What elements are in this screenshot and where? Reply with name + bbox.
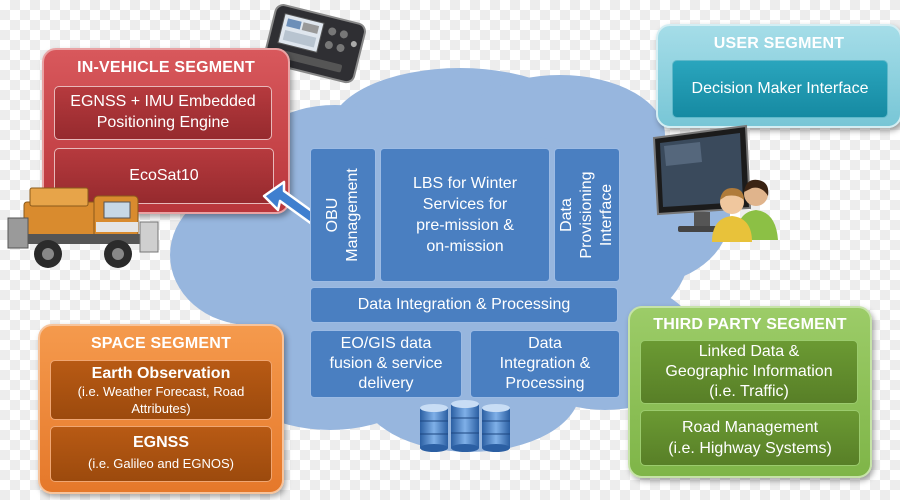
users-icon bbox=[712, 179, 778, 242]
dip-line-1: Data bbox=[528, 335, 562, 352]
egnss-box: EGNSS (i.e. Galileo and EGNOS) bbox=[50, 426, 272, 482]
eo-gis-fusion-box: EO/GIS data fusion & service delivery bbox=[310, 330, 462, 398]
space-segment-title: SPACE SEGMENT bbox=[90, 335, 232, 352]
in-vehicle-segment-panel: IN-VEHICLE SEGMENT EGNSS + IMU Embedded … bbox=[42, 48, 290, 214]
user-segment-panel: USER SEGMENT Decision Maker Interface bbox=[656, 24, 900, 128]
management-label: Management bbox=[344, 168, 361, 262]
in-vehicle-segment-title: IN-VEHICLE SEGMENT bbox=[77, 59, 255, 76]
egnss-imu-line-1: EGNSS + IMU Embedded bbox=[70, 93, 256, 110]
lbs-line-3: pre-mission & bbox=[416, 217, 514, 234]
space-segment-panel: SPACE SEGMENT Earth Observation (i.e. We… bbox=[38, 324, 284, 494]
eogis-line-2: fusion & service bbox=[329, 355, 443, 372]
data-integration-processing-box: Data Integration & Processing bbox=[470, 330, 620, 398]
linked-data-line-3: (i.e. Traffic) bbox=[709, 383, 789, 400]
third-party-segment-title: THIRD PARTY SEGMENT bbox=[653, 316, 847, 333]
road-management-box: Road Management (i.e. Highway Systems) bbox=[640, 410, 860, 466]
integration-bar-label: Data Integration & Processing bbox=[357, 296, 571, 313]
eogis-line-1: EO/GIS data bbox=[340, 335, 432, 352]
lbs-line-4: on-mission bbox=[426, 238, 504, 255]
road-management-line-2: (i.e. Highway Systems) bbox=[668, 440, 832, 457]
dpi-line-3: Interface bbox=[598, 183, 615, 247]
linked-data-line-2: Geographic Information bbox=[665, 363, 833, 380]
obu-management-box: OBU Management bbox=[310, 148, 376, 282]
road-management-line-1: Road Management bbox=[681, 419, 819, 436]
dpi-line-1: Data bbox=[558, 198, 575, 232]
earth-observation-title: Earth Observation bbox=[91, 365, 231, 382]
egnss-imu-positioning-engine-box: EGNSS + IMU Embedded Positioning Engine bbox=[54, 86, 272, 140]
database-icon bbox=[420, 400, 510, 452]
earth-observation-box: Earth Observation (i.e. Weather Forecast… bbox=[50, 360, 272, 420]
lbs-line-2: Services for bbox=[422, 196, 508, 213]
dip-line-2: Integration & bbox=[499, 355, 591, 372]
egnss-line-1: (i.e. Galileo and EGNOS) bbox=[88, 456, 234, 471]
earth-observation-line-2: Attributes) bbox=[131, 401, 191, 416]
decision-maker-label: Decision Maker Interface bbox=[691, 80, 869, 97]
ecosat10-label: EcoSat10 bbox=[129, 167, 199, 184]
dpi-line-2: Provisioning bbox=[578, 171, 595, 259]
earth-observation-line-1: (i.e. Weather Forecast, Road bbox=[77, 384, 245, 399]
lbs-winter-services-box: LBS for Winter Services for pre-mission … bbox=[380, 148, 550, 282]
obu-label: OBU bbox=[324, 197, 341, 233]
data-integration-processing-bar: Data Integration & Processing bbox=[310, 287, 618, 323]
egnss-imu-line-2: Positioning Engine bbox=[96, 114, 230, 131]
decision-maker-interface-box: Decision Maker Interface bbox=[672, 60, 888, 118]
linked-data-line-1: Linked Data & bbox=[698, 343, 800, 360]
linked-data-geographic-box: Linked Data & Geographic Information (i.… bbox=[640, 340, 858, 404]
third-party-segment-panel: THIRD PARTY SEGMENT Linked Data & Geogra… bbox=[628, 306, 872, 478]
user-segment-title: USER SEGMENT bbox=[713, 35, 845, 52]
monitor-icon bbox=[652, 124, 752, 232]
truck-icon bbox=[7, 187, 159, 268]
egnss-title: EGNSS bbox=[132, 434, 189, 451]
ecosat10-box: EcoSat10 bbox=[54, 148, 274, 204]
dip-line-3: Processing bbox=[505, 375, 585, 392]
lbs-line-1: LBS for Winter bbox=[412, 175, 518, 192]
eogis-line-3: delivery bbox=[358, 375, 414, 392]
data-provisioning-interface-box: Data Provisioning Interface bbox=[554, 148, 620, 282]
